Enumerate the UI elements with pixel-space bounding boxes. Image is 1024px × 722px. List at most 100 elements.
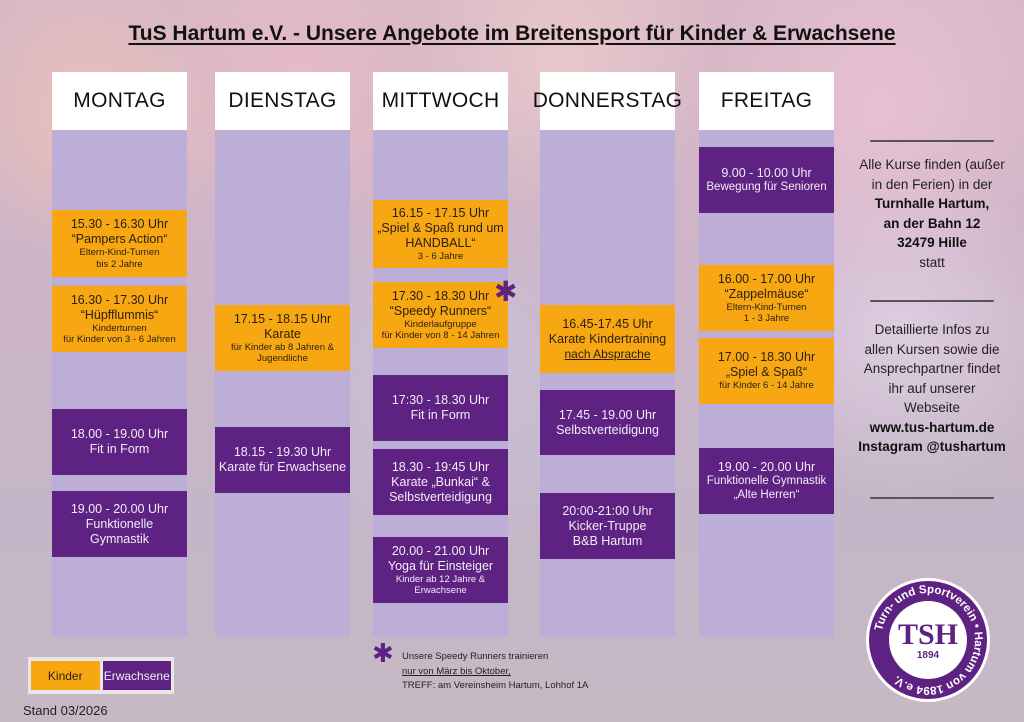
day-header: FREITAG	[699, 72, 834, 130]
course-time: 17:30 - 18.30 Uhr	[391, 393, 490, 407]
course-title: Karate „Bunkai“ &	[391, 474, 490, 489]
asterisk-star-icon: ✱	[372, 638, 394, 668]
course-title: Bewegung für Senioren	[706, 180, 827, 193]
asterisk-star-icon: ✱	[494, 276, 518, 307]
course-title: „Spiel & Spaß rund um	[377, 220, 504, 235]
course-block-kinder: 17.00 - 18.30 Uhr„Spiel & Spaß“für Kinde…	[699, 338, 834, 404]
divider	[870, 300, 994, 302]
course-time: 15.30 - 16.30 Uhr	[70, 217, 169, 232]
course-title: HANDBALL“	[405, 235, 476, 250]
version-date: Stand 03/2026	[23, 703, 108, 718]
course-block-kinder: 17.30 - 18.30 Uhr“Speedy Runners“Kinderl…	[373, 282, 508, 348]
day-column: 15.30 - 16.30 Uhr“Pampers Action“Eltern-…	[52, 130, 187, 637]
course-note: 3 - 6 Jahre	[417, 250, 464, 262]
details-info: Detaillierte Infos zu allen Kursen sowie…	[858, 322, 1006, 455]
website-link[interactable]: www.tus-hartum.de	[869, 419, 995, 435]
course-time: 16.15 - 17.15 Uhr	[391, 205, 490, 220]
course-title: Fit in Form	[89, 442, 150, 456]
course-note: bis 2 Jahre	[96, 258, 143, 270]
course-note: für Kinder 6 - 14 Jahre	[719, 380, 814, 392]
legend-kinder: Kinder	[31, 661, 100, 690]
course-time: 19.00 - 20.00 Uhr	[70, 501, 169, 516]
course-time: 18.30 - 19:45 Uhr	[391, 459, 490, 474]
page-title: TuS Hartum e.V. - Unsere Angebote im Bre…	[128, 22, 896, 45]
course-note: Kinderlaufgruppe	[404, 318, 477, 330]
course-note: Erwachsene	[414, 585, 467, 596]
course-title: “Zappelmäuse“	[724, 286, 809, 301]
course-title: “Pampers Action“	[71, 232, 168, 247]
course-time: 17.30 - 18.30 Uhr	[391, 288, 490, 303]
course-note: Kinderturnen	[92, 322, 147, 334]
day-header: DIENSTAG	[215, 72, 350, 130]
footnote: Unsere Speedy Runners trainieren nur von…	[402, 651, 589, 692]
course-title: “Hüpfflummis“	[80, 307, 159, 322]
course-title: B&B Hartum	[572, 533, 643, 548]
course-title: Funktionelle	[85, 516, 154, 531]
course-block-kinder: 16.30 - 17.30 Uhr“Hüpfflummis“Kinderturn…	[52, 286, 187, 352]
course-time: 18.15 - 19.30 Uhr	[233, 445, 332, 459]
course-note: Kinder ab 12 Jahre &	[395, 573, 486, 585]
course-time: 17.00 - 18.30 Uhr	[717, 350, 816, 365]
day-mittwoch: MITTWOCH 16.15 - 17.15 Uhr„Spiel & Spaß r…	[373, 72, 508, 637]
course-title: Gymnastik	[89, 531, 150, 546]
course-time: 16.00 - 17.00 Uhr	[717, 271, 816, 286]
course-note: Jugendliche	[257, 353, 308, 364]
course-time: 9.00 - 10.00 Uhr	[721, 165, 812, 180]
course-title: „Spiel & Spaß“	[725, 365, 808, 380]
course-block-kinder: 15.30 - 16.30 Uhr“Pampers Action“Eltern-…	[52, 210, 187, 277]
club-logo: Turn- und Sportverein • Hartum von 1894 …	[866, 578, 990, 702]
course-title: Karate für Erwachsene	[218, 460, 347, 474]
location-info: Alle Kurse finden (außer in den Ferien) …	[859, 157, 1005, 270]
course-time: 17.45 - 19.00 Uhr	[558, 407, 657, 422]
course-time: 16.45-17.45 Uhr	[562, 316, 653, 331]
course-title: Funktionelle Gymnastik	[706, 474, 827, 487]
course-note: für Kinder von 3 - 6 Jahren	[63, 334, 176, 345]
course-time: 18.00 - 19.00 Uhr	[70, 427, 169, 441]
course-title: Karate	[264, 326, 301, 341]
course-note: Eltern-Kind-Turnen	[726, 301, 807, 313]
instagram-handle[interactable]: Instagram @tushartum	[858, 439, 1006, 455]
day-header: DONNERSTAG	[533, 72, 682, 130]
legend: Kinder Erwachsene	[28, 657, 174, 694]
course-title: Selbstverteidigung	[389, 489, 492, 504]
course-time: 20.00 - 21.00 Uhr	[391, 543, 490, 558]
course-title: „Alte Herren“	[733, 488, 800, 501]
course-note: für Kinder ab 8 Jahren &	[231, 341, 334, 353]
course-title: Selbstverteidigung	[556, 422, 659, 437]
divider	[870, 140, 994, 142]
course-title: “Speedy Runners“	[389, 303, 492, 318]
day-montag: MONTAG 15.30 - 16.30 Uhr“Pampers Action“E…	[52, 72, 187, 637]
course-title: Kicker-Truppe	[568, 518, 647, 533]
course-link[interactable]: nach Absprache	[564, 346, 651, 361]
course-block-kinder: 16.00 - 17.00 Uhr“Zappelmäuse“Eltern-Kin…	[699, 265, 834, 331]
course-title: Karate Kindertraining	[548, 331, 667, 346]
course-time: 19.00 - 20.00 Uhr	[717, 459, 816, 474]
course-title: Yoga für Einsteiger	[387, 558, 494, 573]
legend-erwachsene: Erwachsene	[102, 661, 171, 690]
day-header: MITTWOCH	[373, 72, 508, 130]
course-time: 17.15 - 18.15 Uhr	[233, 311, 332, 326]
course-time: 16.30 - 17.30 Uhr	[70, 292, 169, 307]
day-header: MONTAG	[52, 72, 187, 130]
course-note: 1 - 3 Jahre	[743, 313, 790, 324]
